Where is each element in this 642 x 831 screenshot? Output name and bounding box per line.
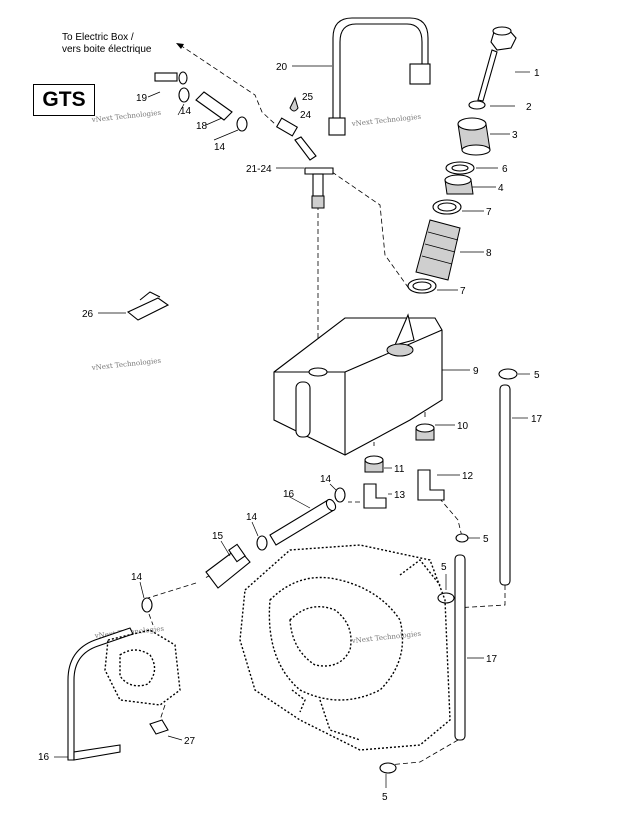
routing-line: [148, 613, 154, 626]
routing-line: [454, 585, 506, 609]
part-17-tube-lower: [454, 554, 466, 741]
part-5-clamp: [379, 762, 397, 774]
routing-line: [433, 491, 463, 538]
callout-14: 14: [246, 512, 258, 523]
part-12-elbow-fitting: [417, 469, 445, 501]
part-16-hose-long: [67, 627, 134, 761]
part-9-oil-tank: [273, 313, 443, 456]
part-14-clamp: [236, 116, 248, 132]
callout-16: 16: [38, 752, 50, 763]
part-10-grommet: [415, 423, 435, 441]
note-line-2: vers boite électrique: [62, 44, 152, 55]
callout-18: 18: [196, 121, 208, 132]
part-13-elbow-fitting: [363, 483, 387, 509]
part-7-clamp-upper: [432, 199, 462, 215]
part-2-washer: [468, 100, 486, 110]
callout-5: 5: [483, 534, 489, 545]
callout-3: 3: [512, 130, 518, 141]
callout-4: 4: [498, 183, 504, 194]
part-19-fitting: [154, 71, 188, 85]
callout-15: 15: [212, 531, 224, 542]
callout-6: 6: [502, 164, 508, 175]
leader-lines: [54, 65, 530, 788]
callout-26: 26: [82, 309, 94, 320]
part-27-fitting: [149, 719, 169, 735]
part-25-drop: [289, 96, 299, 112]
note-line-1: To Electric Box /: [62, 32, 134, 43]
callout-27: 27: [184, 736, 196, 747]
part-14-clamp: [178, 87, 190, 103]
part-5-clamp: [498, 368, 518, 380]
part-14-clamp: [256, 535, 268, 551]
electric-box-note: To Electric Box / vers boite électrique: [62, 32, 152, 56]
model-badge: GTS: [33, 84, 95, 116]
part-21-24-tee-fitting: [294, 136, 334, 209]
part-26-clip: [126, 291, 170, 321]
callout-21-24: 21-24: [246, 164, 272, 175]
part-14-clamp: [334, 487, 346, 503]
callout-2: 2: [526, 102, 532, 113]
watermark: vNext Technologies: [90, 357, 161, 372]
callout-12: 12: [462, 471, 474, 482]
part-3-filler-neck: [457, 117, 491, 156]
callout-14: 14: [180, 106, 192, 117]
callout-13: 13: [394, 490, 406, 501]
engine-outline: [104, 544, 451, 751]
callout-1: 1: [534, 68, 540, 79]
callout-9: 9: [473, 366, 479, 377]
routing-line: [159, 704, 166, 721]
part-8-bellows-hose: [415, 219, 461, 281]
part-18-hose: [195, 91, 233, 121]
callout-14: 14: [214, 142, 226, 153]
part-15-filter: [205, 543, 251, 589]
callout-16: 16: [283, 489, 295, 500]
callout-5: 5: [441, 562, 447, 573]
part-14-clamp: [141, 597, 153, 613]
part-24-fitting: [275, 117, 299, 137]
part-17-tube-upper: [499, 384, 511, 586]
part-16-hose: [269, 498, 337, 546]
arrow-head: [176, 43, 184, 49]
routing-line: [147, 582, 197, 599]
callout-7: 7: [486, 207, 492, 218]
part-5-clamp: [455, 533, 469, 543]
routing-line: [387, 739, 459, 766]
callout-5: 5: [382, 792, 388, 803]
callouts: 1 2 3 6 4 7 8 7 9 5 17 10 11 12 13 16 14…: [38, 62, 543, 803]
callout-8: 8: [486, 248, 492, 259]
routing-line: [331, 171, 411, 291]
callout-7: 7: [460, 286, 466, 297]
callout-20: 20: [276, 62, 288, 73]
callout-14: 14: [131, 572, 143, 583]
callout-19: 19: [136, 93, 148, 104]
watermark: vNext Technologies: [90, 109, 161, 124]
part-11-grommet: [364, 455, 384, 473]
part-1-dipstick: [477, 26, 517, 102]
callout-17: 17: [486, 654, 498, 665]
callout-11: 11: [394, 464, 405, 475]
callout-24: 24: [300, 110, 312, 121]
callout-14: 14: [320, 474, 332, 485]
callout-17: 17: [531, 414, 543, 425]
arrow-line: [179, 44, 276, 125]
callout-10: 10: [457, 421, 469, 432]
callout-5: 5: [534, 370, 540, 381]
part-5-clamp: [437, 592, 455, 604]
watermark: vNext Technologies: [350, 630, 421, 645]
part-4-nut: [444, 174, 474, 195]
part-7-clamp-lower: [407, 278, 437, 294]
part-20-tank-strap: [328, 17, 431, 136]
callout-25: 25: [302, 92, 314, 103]
